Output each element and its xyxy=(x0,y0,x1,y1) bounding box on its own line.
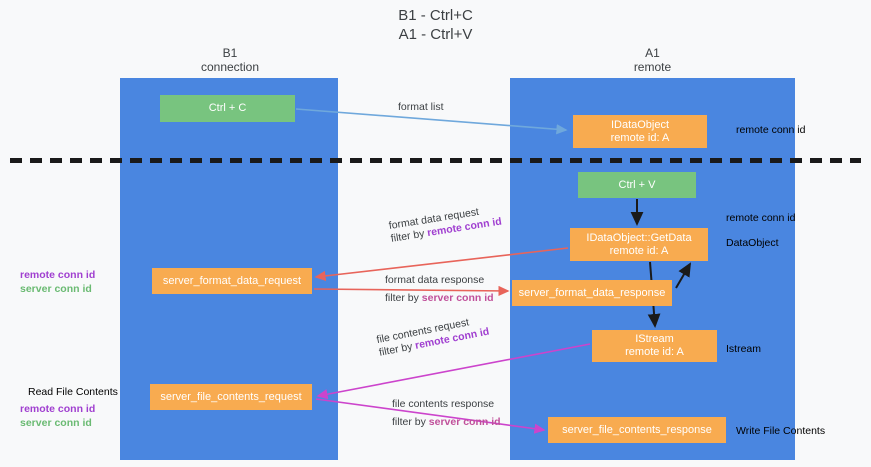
annotation-right-dataobject: DataObject xyxy=(726,237,779,249)
annotation-right-remote-conn-id-1: remote conn id xyxy=(736,124,806,136)
box-idataobject-getdata[interactable]: IDataObject::GetData remote id: A xyxy=(570,228,708,261)
box-server-file-contents-response[interactable]: server_file_contents_response xyxy=(548,417,726,443)
box-server-format-data-request[interactable]: server_format_data_request xyxy=(152,268,312,294)
annotation-right-istream: Istream xyxy=(726,343,762,355)
filter-by-text-2: filter by xyxy=(385,292,422,304)
label-format-data-response-filter: filter by server conn id xyxy=(385,292,494,305)
column-header-a1: A1 remote xyxy=(510,46,795,74)
label-file-contents-response: file contents response filter by server … xyxy=(392,398,501,429)
box-server-file-contents-request-label: server_file_contents_request xyxy=(160,390,302,403)
box-server-format-data-response[interactable]: server_format_data_response xyxy=(512,280,672,306)
box-ctrl-c[interactable]: Ctrl + C xyxy=(160,95,295,122)
title-line-2: A1 - Ctrl+V xyxy=(398,26,473,43)
box-idataobject[interactable]: IDataObject remote id: A xyxy=(573,115,707,148)
annotation-right-remote-conn-id-2: remote conn id xyxy=(726,212,796,224)
page-title: B1 - Ctrl+C A1 - Ctrl+V xyxy=(0,6,871,44)
box-istream[interactable]: IStream remote id: A xyxy=(592,330,717,362)
annotation-left-remote-conn-id-2: remote conn id xyxy=(20,403,96,415)
box-server-format-data-request-label: server_format_data_request xyxy=(162,274,302,287)
box-server-file-contents-request[interactable]: server_file_contents_request xyxy=(150,384,312,410)
filter-by-text-4: filter by xyxy=(392,416,429,428)
label-file-contents-response-text: file contents response xyxy=(392,398,495,410)
annotation-right-write-file-contents: Write File Contents xyxy=(736,425,826,437)
box-ctrl-c-label: Ctrl + C xyxy=(208,102,247,114)
box-ctrl-v[interactable]: Ctrl + V xyxy=(578,172,696,198)
annotation-left-read-file-contents: Read File Contents xyxy=(28,386,118,398)
label-format-data-request: format data request filter by remote con… xyxy=(388,203,503,246)
annotation-left-conn-ids-1: remote conn id server conn id xyxy=(20,268,95,296)
title-line-1: B1 - Ctrl+C xyxy=(398,7,473,24)
column-header-b1-name: B1 xyxy=(222,46,238,60)
box-ctrl-v-label: Ctrl + V xyxy=(618,178,656,191)
label-format-list-text: format list xyxy=(398,101,444,113)
annotation-left-conn-ids-2: remote conn id server conn id xyxy=(20,402,95,430)
annotation-left-remote-conn-id-1: remote conn id xyxy=(20,269,96,281)
annotation-left-server-conn-id-1: server conn id xyxy=(20,283,92,295)
box-server-file-contents-response-label: server_file_contents_response xyxy=(562,423,712,436)
column-header-a1-role: remote xyxy=(633,60,672,74)
label-file-contents-request: file contents request filter by remote c… xyxy=(376,313,491,360)
annotation-left-server-conn-id-2: server conn id xyxy=(20,417,92,429)
label-format-data-response: format data response filter by server co… xyxy=(385,274,494,305)
column-header-b1: B1 connection xyxy=(120,46,340,74)
column-header-a1-name: A1 xyxy=(645,46,660,60)
box-getdata-line1: IDataObject::GetData xyxy=(586,231,692,244)
server-conn-id-text: server conn id xyxy=(421,292,494,304)
box-istream-line1: IStream xyxy=(635,333,674,345)
server-conn-id-text-2: server conn id xyxy=(428,416,501,428)
label-format-list: format list xyxy=(398,101,444,114)
box-getdata-line2: remote id: A xyxy=(609,244,669,257)
box-istream-line2: remote id: A xyxy=(625,346,684,358)
label-format-data-response-text: format data response xyxy=(385,274,485,286)
box-idataobject-line1: IDataObject xyxy=(610,118,670,131)
box-server-format-data-response-label: server_format_data_response xyxy=(518,286,666,299)
phase-separator xyxy=(10,158,861,163)
label-file-contents-response-filter: filter by server conn id xyxy=(392,416,501,429)
box-idataobject-line2: remote id: A xyxy=(610,131,670,144)
column-header-b1-role: connection xyxy=(200,60,260,74)
